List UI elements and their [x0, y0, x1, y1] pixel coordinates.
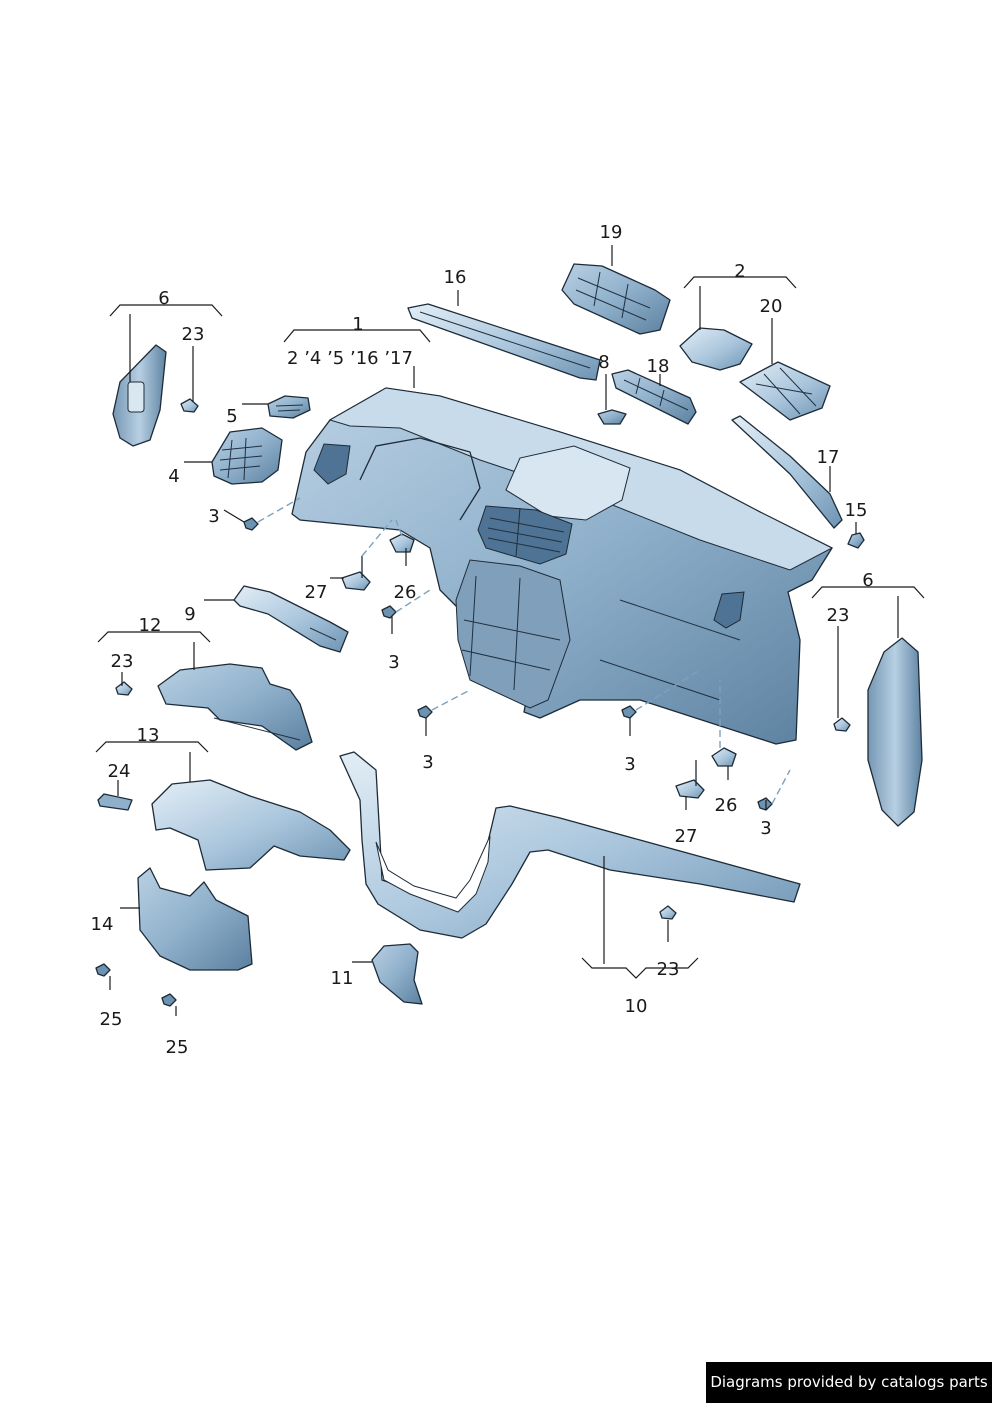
callout-8: 8 [598, 352, 609, 373]
callout-11: 11 [331, 968, 354, 989]
callout-labels: 1 2 ’4 ’5 ’16 ’17 2 3 3 3 3 3 4 5 6 6 8 … [91, 222, 874, 1058]
callout-1-included: 2 ’4 ’5 ’16 ’17 [287, 348, 413, 369]
callout-1: 1 [352, 314, 363, 335]
center-vent-19 [561, 263, 671, 335]
small-vent-5 [267, 395, 311, 419]
cap-8 [597, 409, 627, 425]
lower-trim-frame-inner [375, 835, 491, 913]
callout-27-b: 27 [675, 826, 698, 847]
callout-23-b: 23 [111, 651, 134, 672]
callout-6-left: 6 [158, 288, 169, 309]
vent-4 [211, 427, 283, 485]
knob-15 [847, 532, 865, 549]
callout-15: 15 [845, 500, 868, 521]
callout-14: 14 [91, 914, 114, 935]
callout-23-d: 23 [657, 959, 680, 980]
side-cover-right [867, 637, 923, 827]
clip-23-left [115, 681, 133, 696]
callout-3-c: 3 [422, 752, 433, 773]
callout-10: 10 [625, 996, 648, 1017]
callout-24: 24 [108, 761, 131, 782]
strip-17 [731, 415, 843, 529]
screw-3-lower-right [757, 797, 773, 811]
callout-4: 4 [168, 466, 179, 487]
screw-3-lower-left [417, 705, 433, 719]
callout-16: 16 [444, 267, 467, 288]
callout-25-a: 25 [100, 1009, 123, 1030]
callout-3-b: 3 [388, 652, 399, 673]
callout-3-d: 3 [624, 754, 635, 775]
screw-3-upper-left [243, 517, 259, 531]
dashboard-instrument-hood [359, 437, 481, 521]
callout-5: 5 [226, 406, 237, 427]
callout-18: 18 [647, 356, 670, 377]
callout-26-b: 26 [715, 795, 738, 816]
clip-23-right [833, 717, 851, 732]
callout-20: 20 [760, 296, 783, 317]
callout-6-right: 6 [862, 570, 873, 591]
column-cover-12 [157, 663, 313, 751]
defrost-strip-16 [407, 303, 601, 381]
callout-23-a: 23 [182, 324, 205, 345]
callout-3-a: 3 [208, 506, 219, 527]
callout-3-e: 3 [760, 818, 771, 839]
vent-strip-18 [611, 369, 697, 425]
callout-25-b: 25 [166, 1037, 189, 1058]
knee-panel-14 [137, 867, 253, 971]
clip-26-right [711, 747, 737, 767]
clip-23-bottom [659, 905, 677, 920]
tray-20 [739, 361, 831, 421]
callout-27-a: 27 [305, 582, 328, 603]
callout-2: 2 [734, 261, 745, 282]
bracket-27-left [341, 571, 371, 591]
callout-13: 13 [137, 725, 160, 746]
screw-3-mid-left [381, 605, 397, 619]
dashboard-left-vent [313, 443, 351, 485]
side-cover-left-slot [127, 381, 145, 413]
screw-3-lower-mid [621, 705, 637, 719]
callout-9: 9 [184, 604, 195, 625]
bracket-11 [371, 943, 423, 1005]
lower-trim-frame-10 [339, 751, 801, 939]
callout-26-a: 26 [394, 582, 417, 603]
dashboard-center-frame [455, 559, 571, 709]
cover-2 [679, 327, 753, 371]
callout-12: 12 [139, 615, 162, 636]
callout-23-c: 23 [827, 605, 850, 626]
screw-25-left [95, 963, 111, 977]
column-cover-13 [151, 779, 351, 871]
leader-lines [95, 245, 925, 1016]
credit-footer: Diagrams provided by catalogs parts [706, 1362, 992, 1403]
bracket-27-right [675, 779, 705, 799]
clip-24 [97, 793, 133, 811]
trim-strip-9 [233, 585, 349, 653]
clip-26-left [389, 533, 415, 553]
screw-25-right [161, 993, 177, 1007]
callout-17: 17 [817, 447, 840, 468]
clip-23-upper-left [180, 398, 199, 413]
callout-19: 19 [600, 222, 623, 243]
dashboard-right-vent [713, 591, 745, 629]
